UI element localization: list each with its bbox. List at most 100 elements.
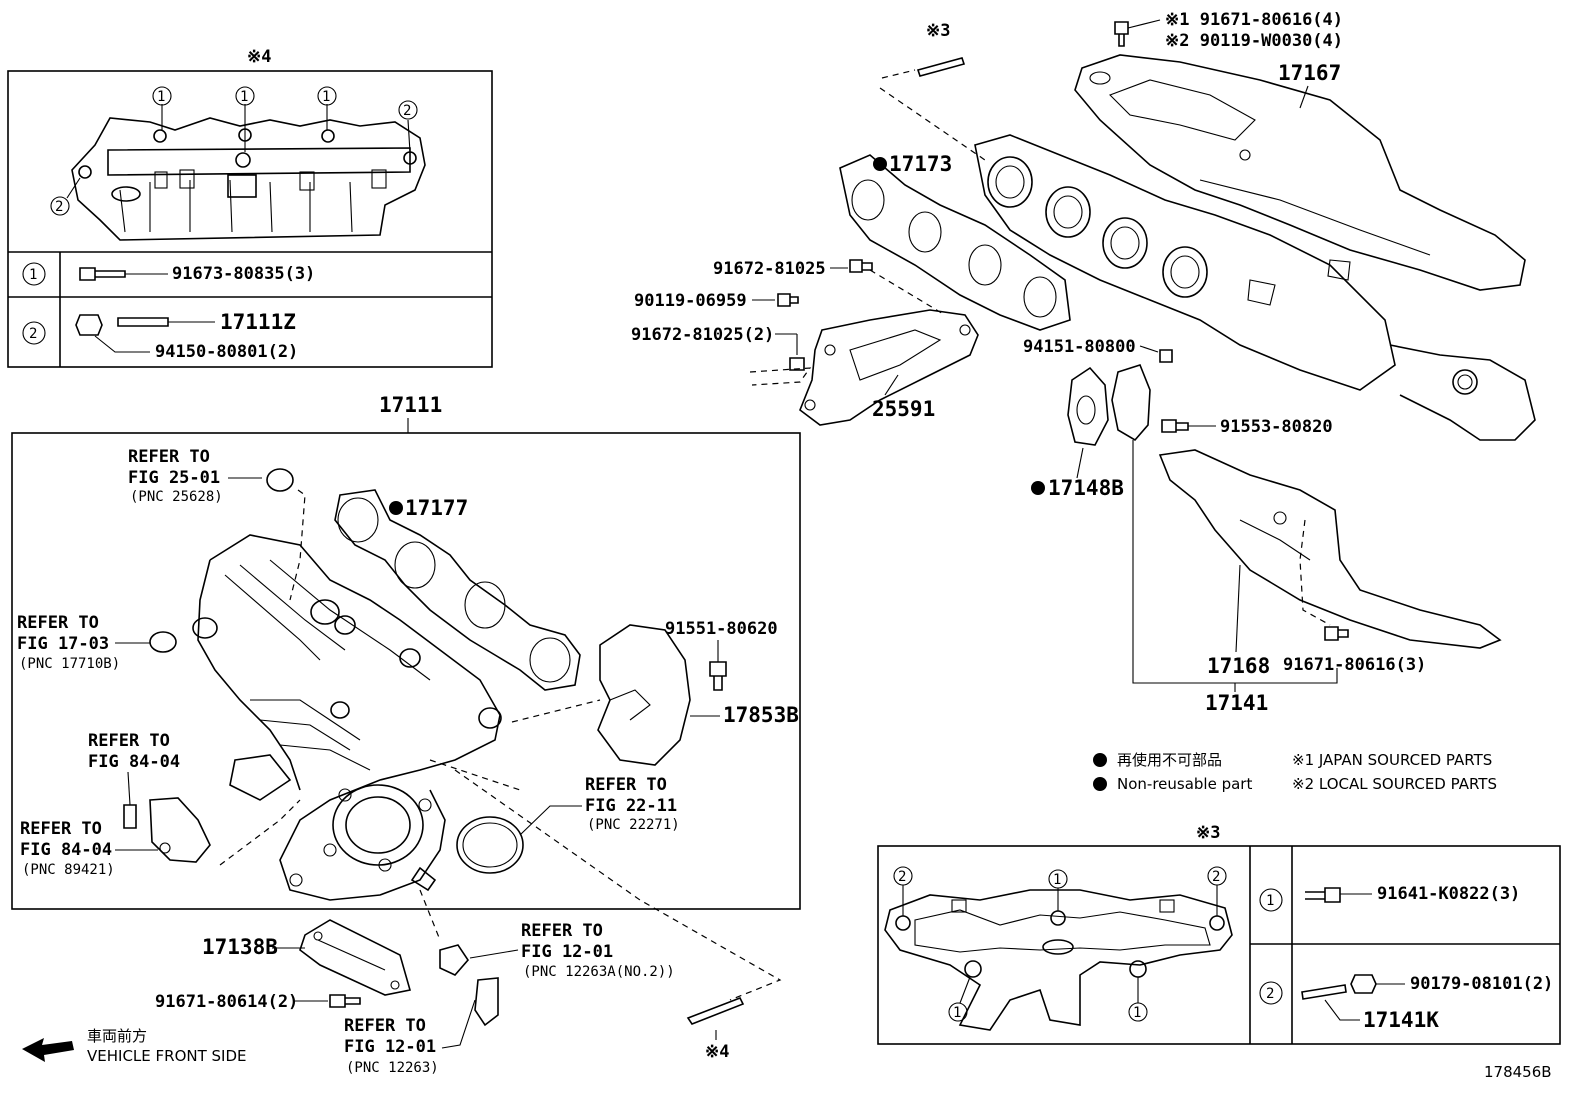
svg-text:FIG 22-11: FIG 22-11 [585,796,677,816]
part-17141-label: 17141 [1205,691,1268,715]
note-3-box: ※3 [1196,823,1220,843]
svg-text:FIG 25-01: FIG 25-01 [128,468,220,488]
part-17111-label: 17111 [379,393,442,417]
bracket-25591 [799,309,979,426]
non-reusable-dot-17177 [389,501,403,515]
svg-text:FIG 84-04: FIG 84-04 [88,752,180,772]
flange-plate [1111,364,1151,442]
svg-text:FIG 84-04: FIG 84-04 [20,840,112,860]
vehicle-front-arrow-icon [22,1038,74,1062]
part-91553-80820-label: 91553-80820 [1220,417,1333,437]
inset3-row2-num: 2 [1266,986,1274,1002]
exhaust-flange-drawing [884,885,1233,1031]
note-4-label: ※4 [247,47,271,67]
inset4-row1-num: 1 [29,267,37,283]
legend-dot-en [1093,777,1107,791]
svg-text:(PNC 89421): (PNC 89421) [22,862,115,878]
svg-text:(PNC 22271): (PNC 22271) [587,817,680,833]
insulator-17853B [597,624,691,766]
svg-text:1: 1 [157,89,165,105]
svg-text:2: 2 [898,869,906,885]
legend-non-reusable-en: Non-reusable part [1117,775,1252,793]
svg-text:1: 1 [953,1005,961,1021]
vehicle-front-en: VEHICLE FRONT SIDE [87,1047,247,1065]
refer-fig-22-11: REFER TO FIG 22-11 (PNC 22271) [456,775,680,874]
part-91671-80616-3-label: 91671-80616(3) [1283,655,1426,675]
part-94151-80800-label: 94151-80800 [1023,337,1136,357]
svg-text:FIG 12-01: FIG 12-01 [344,1037,436,1057]
svg-text:1: 1 [1053,872,1061,888]
intake-manifold-box [11,432,801,910]
gasket-17138B [299,919,412,996]
gasket-17148B [1067,366,1109,446]
legend-dot-jp [1093,753,1107,767]
vehicle-front-jp: 車両前方 [87,1027,147,1045]
exhaust-gasket-17173 [839,154,1071,331]
stud-bolt-top [916,57,966,77]
intake-manifold-body [192,534,502,901]
svg-text:REFER TO: REFER TO [344,1016,426,1036]
intake-flange-drawing [66,104,426,241]
inset4-callouts: 1 1 1 2 2 [50,86,418,216]
part-91672-81025-label: 91672-81025 [713,259,826,279]
svg-text:1: 1 [322,89,330,105]
legend-non-reusable-jp: 再使用不可部品 [1117,751,1222,769]
svg-text:FIG 17-03: FIG 17-03 [17,634,109,654]
part-17138B-label: 17138B [202,935,278,959]
inset-4-box [7,70,493,368]
refer-fig-84-04-a: REFER TO FIG 84-04 [88,731,180,829]
svg-text:REFER TO: REFER TO [20,819,102,839]
svg-text:2: 2 [403,103,411,119]
part-17173-label: 17173 [889,152,952,176]
refer-fig-17-03: REFER TO FIG 17-03 (PNC 17710B) [17,613,177,672]
refer-fig-12-01-b: REFER TO FIG 12-01 (PNC 12263) [344,977,499,1076]
svg-text:(PNC 12263A(NO.2)): (PNC 12263A(NO.2)) [523,964,675,980]
part-91671-80614-label: 91671-80614(2) [155,992,298,1012]
non-reusable-dot-17173 [873,157,887,171]
inset-3-box [877,845,1561,1045]
inset3-row1-part: 91641-K0822(3) [1377,884,1520,904]
refer-fig-25-01: REFER TO FIG 25-01 (PNC 25628) [128,447,294,505]
top-bolt-note-1: ※1 91671-80616(4) [1165,10,1343,30]
svg-text:REFER TO: REFER TO [128,447,210,467]
inset3-row2-part-b: 17141K [1363,1008,1439,1032]
inset4-row1-part: 91673-80835(3) [172,264,315,284]
note-3-top: ※3 [926,21,950,41]
svg-text:(PNC 17710B): (PNC 17710B) [19,656,120,672]
inset4-row2-part-b: 94150-80801(2) [155,342,298,362]
part-17168-label: 17168 [1207,654,1270,678]
non-reusable-dot-17148B [1031,481,1045,495]
manifold-insulator-17167 [1074,54,1526,291]
part-25591-label: 25591 [872,397,935,421]
svg-text:1: 1 [1133,1005,1141,1021]
part-17853B-label: 17853B [723,703,799,727]
svg-text:REFER TO: REFER TO [17,613,99,633]
top-bolt-note-2: ※2 90119-W0030(4) [1165,31,1343,51]
svg-text:(PNC 25628): (PNC 25628) [130,489,223,505]
inset3-callouts: 2 2 1 1 1 [893,866,1227,1022]
note-4-bottom: ※4 [705,1042,729,1062]
inset3-row2-part-a: 90179-08101(2) [1410,974,1553,994]
svg-text:REFER TO: REFER TO [88,731,170,751]
part-17148B-label: 17148B [1048,476,1124,500]
part-91551-label: 91551-80620 [665,619,778,639]
svg-text:(PNC 12263): (PNC 12263) [346,1060,439,1076]
refer-fig-84-04-b: REFER TO FIG 84-04 (PNC 89421) [20,797,211,878]
stud-bolt-bottom [686,996,745,1025]
inset4-row2-num: 2 [29,326,37,342]
svg-text:2: 2 [1212,869,1220,885]
bolt-icon-top [1114,21,1129,47]
lower-insulator-17168 [1158,449,1502,649]
svg-text:REFER TO: REFER TO [521,921,603,941]
part-91672-81025-2-label: 91672-81025(2) [631,325,774,345]
svg-text:REFER TO: REFER TO [585,775,667,795]
intake-gasket-17177 [334,489,581,691]
inset4-row2-part-a: 17111Z [220,310,296,334]
legend-japan-sourced: ※1 JAPAN SOURCED PARTS [1292,751,1492,769]
diagram-id: 178456B [1484,1063,1552,1081]
exhaust-manifold [974,134,1536,441]
svg-text:2: 2 [55,199,63,215]
svg-text:FIG 12-01: FIG 12-01 [521,942,613,962]
